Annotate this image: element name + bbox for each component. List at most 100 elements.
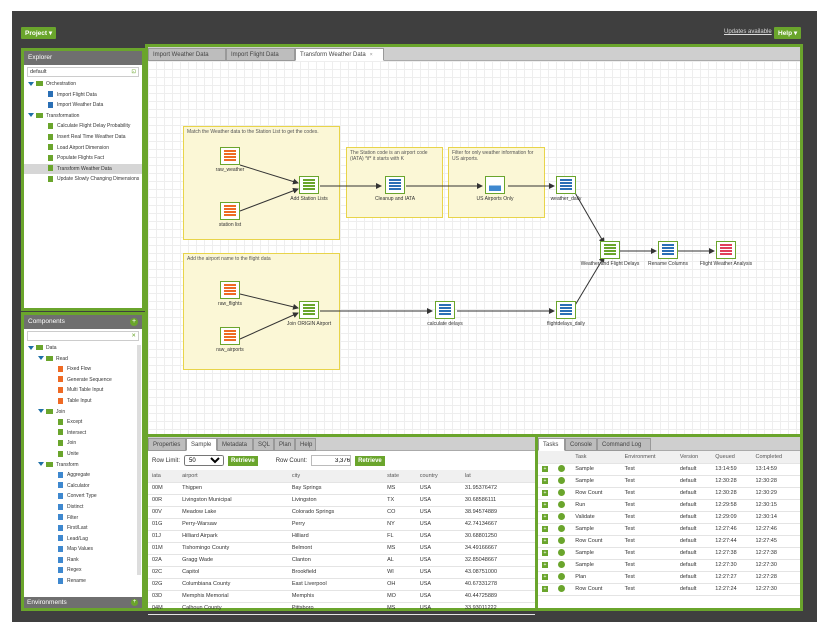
tree-item[interactable]: Calculate Flight Delay Probability (24, 121, 142, 132)
expand-arrow-icon[interactable] (38, 356, 44, 361)
tab-sample[interactable]: Sample (186, 438, 217, 451)
station-list-node[interactable] (220, 202, 240, 220)
tree-item[interactable]: Import Flight Data (24, 90, 142, 101)
expand-icon[interactable]: + (542, 526, 548, 532)
environments-bar[interactable]: Environments+ (24, 597, 142, 608)
expand-cell[interactable]: + (538, 523, 554, 536)
tree-item[interactable]: Load Airport Dimension (24, 143, 142, 154)
tree-item[interactable]: Map Values (24, 544, 142, 555)
row-count-field[interactable] (311, 455, 352, 466)
add-environment-icon[interactable]: + (131, 599, 138, 606)
tree-folder[interactable]: Read (24, 354, 142, 365)
tree-item[interactable]: Join (24, 438, 142, 449)
expand-arrow-icon[interactable] (28, 345, 34, 350)
column-header[interactable]: iata (148, 470, 179, 483)
tree-folder[interactable]: Data (24, 343, 142, 354)
tree-folder[interactable]: Transformation (24, 111, 142, 122)
raw-flights-node[interactable] (220, 281, 240, 299)
tree-item[interactable]: Generate Sequence (24, 375, 142, 386)
expand-cell[interactable]: + (538, 583, 554, 596)
tree-item[interactable]: Insert Real Time Weather Data (24, 132, 142, 143)
raw-airports-node[interactable] (220, 327, 240, 345)
expand-icon[interactable]: + (542, 574, 548, 580)
tree-folder[interactable]: Transform (24, 460, 142, 471)
tab-transform-weather-data[interactable]: Transform Weather Data× (295, 48, 384, 61)
column-header[interactable]: lat (460, 470, 535, 483)
tree-item[interactable]: Populate Flights Fact (24, 153, 142, 164)
expand-icon[interactable]: + (542, 514, 548, 520)
close-tab-icon[interactable]: × (369, 52, 373, 58)
tab-help[interactable]: Help (295, 438, 316, 451)
expand-arrow-icon[interactable] (38, 409, 44, 414)
expand-icon[interactable]: + (542, 586, 548, 592)
column-header[interactable]: Version (675, 451, 712, 464)
updates-available-link[interactable]: Updates available (724, 29, 772, 35)
expand-cell[interactable]: + (538, 547, 554, 560)
tree-item[interactable]: Calculator (24, 481, 142, 492)
project-menu-button[interactable]: Project ▾ (21, 27, 57, 39)
cleanup-iata-node[interactable] (385, 176, 405, 194)
tree-item[interactable]: Intersect (24, 428, 142, 439)
column-header[interactable]: country (415, 470, 461, 483)
calculate-delays-node[interactable] (435, 301, 455, 319)
column-header[interactable]: Task (571, 451, 621, 464)
tree-item[interactable]: Lead/Lag (24, 534, 142, 545)
rename-columns-node[interactable] (658, 241, 678, 259)
tree-item[interactable]: Table Input (24, 396, 142, 407)
add-icon[interactable]: + (130, 318, 138, 326)
tree-item[interactable]: Convert Type (24, 491, 142, 502)
column-header[interactable]: Environment (620, 451, 676, 464)
tree-item[interactable]: First/Last (24, 523, 142, 534)
tab-command-log[interactable]: Command Log (597, 438, 651, 451)
expand-cell[interactable]: + (538, 571, 554, 584)
tree-item[interactable]: Import Weather Data (24, 100, 142, 111)
expand-arrow-icon[interactable] (28, 81, 34, 86)
expand-icon[interactable]: + (542, 490, 548, 496)
raw-weather-node[interactable] (220, 147, 240, 165)
retrieve-count-button[interactable]: Retrieve (355, 455, 385, 466)
tree-item[interactable]: Multi Table Input (24, 385, 142, 396)
lock-icon[interactable]: ⊡ (131, 69, 136, 75)
row-limit-select[interactable]: 50 (184, 455, 225, 466)
add-station-lists-node[interactable] (299, 176, 319, 194)
tree-item[interactable]: Unite (24, 449, 142, 460)
tree-folder[interactable]: Join (24, 407, 142, 418)
expand-icon[interactable]: + (542, 550, 548, 556)
us-airports-only-node[interactable] (485, 176, 505, 194)
expand-cell[interactable]: + (538, 511, 554, 524)
environment-filter[interactable]: default⊡ (27, 67, 139, 77)
tab-import-flight-data[interactable]: Import Flight Data (226, 48, 295, 61)
tree-item[interactable]: Regex (24, 565, 142, 576)
expand-cell[interactable]: + (538, 559, 554, 572)
canvas-grid[interactable]: Match the Weather data to the Station Li… (148, 61, 800, 434)
flightdelays-daily-node[interactable] (556, 301, 576, 319)
expand-icon[interactable]: + (542, 466, 548, 472)
tree-item[interactable]: Filter (24, 513, 142, 524)
tab-metadata[interactable]: Metadata (217, 438, 253, 451)
expand-cell[interactable]: + (538, 535, 554, 548)
retrieve-sample-button[interactable]: Retrieve (228, 455, 258, 466)
expand-icon[interactable]: + (542, 562, 548, 568)
tree-item[interactable]: Rank (24, 555, 142, 566)
expand-cell[interactable]: + (538, 499, 554, 512)
tree-item[interactable]: Distinct (24, 502, 142, 513)
components-search-input[interactable]: ✕ (27, 331, 139, 341)
tab-sql[interactable]: SQL (253, 438, 274, 451)
tree-item[interactable]: Transform Weather Data (24, 163, 142, 175)
weather-flight-delays-node[interactable] (600, 241, 620, 259)
